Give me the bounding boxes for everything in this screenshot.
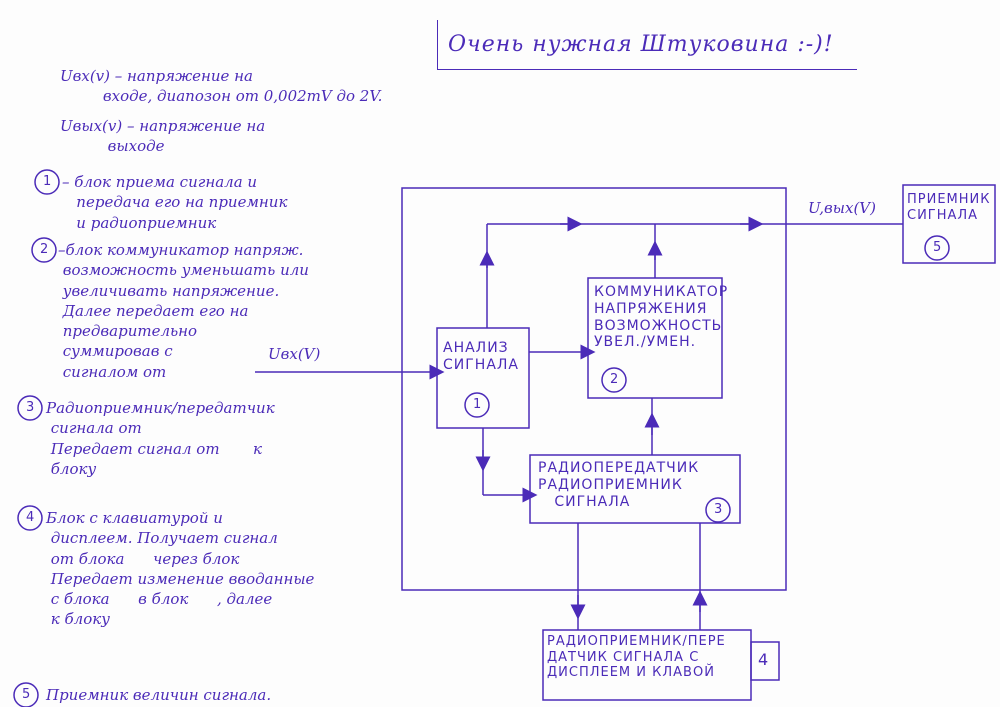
title-box bbox=[437, 20, 857, 70]
block-3-number: 3 bbox=[714, 502, 723, 517]
block-3-label: РАДИОПЕРЕДАТЧИК РАДИОПРИЕМНИК СИГНАЛА bbox=[538, 460, 700, 510]
uin-definition: Uвх(v) – напряжение на входе, диапозон о… bbox=[60, 67, 383, 106]
note-4-number: 4 bbox=[26, 510, 35, 525]
note-4-text: Блок с клавиатурой и дисплеем. Получает … bbox=[46, 509, 315, 629]
note-1-text: – блок приема сигнала и передача его на … bbox=[62, 173, 288, 232]
note-2-text: –блок коммуникатор напряж. возможность у… bbox=[58, 241, 309, 381]
page-title: Очень нужная Штуковина :-)! bbox=[448, 32, 834, 57]
block-4-label: РАДИОПРИЕМНИК/ПЕРЕ ДАТЧИК СИГНАЛА С ДИСП… bbox=[547, 634, 726, 681]
block-4-num-box bbox=[750, 641, 780, 681]
note-1-circle bbox=[34, 169, 60, 195]
outer-frame bbox=[401, 187, 787, 591]
note-5-circle bbox=[13, 682, 39, 707]
note-4-circle bbox=[17, 505, 43, 531]
note-5-text: Приемник величин сигнала. bbox=[46, 686, 272, 704]
block-5-label: ПРИЕМНИК СИГНАЛА bbox=[907, 192, 991, 223]
note-5-number: 5 bbox=[22, 687, 31, 702]
note-2-circle bbox=[31, 237, 57, 263]
block-4-number: 4 bbox=[758, 650, 769, 669]
block-2-label: КОММУНИКАТОР НАПРЯЖЕНИЯ ВОЗМОЖНОСТЬ УВЕЛ… bbox=[594, 284, 729, 351]
input-signal-label: Uвх(V) bbox=[268, 345, 321, 363]
note-3-text: Радиоприемник/передатчик сигнала от Пере… bbox=[46, 399, 275, 478]
note-1-number: 1 bbox=[43, 174, 52, 189]
note-3-number: 3 bbox=[26, 400, 35, 415]
block-1-label: АНАЛИЗ СИГНАЛА bbox=[443, 340, 519, 373]
note-2-number: 2 bbox=[40, 242, 49, 257]
note-3-circle bbox=[17, 395, 43, 421]
uout-definition: Uвых(v) – напряжение на выходе bbox=[60, 117, 266, 156]
block-1-number: 1 bbox=[473, 397, 482, 412]
block-2-number: 2 bbox=[610, 372, 619, 387]
output-signal-label: U,вых(V) bbox=[808, 199, 876, 217]
block-5-number: 5 bbox=[933, 240, 942, 255]
